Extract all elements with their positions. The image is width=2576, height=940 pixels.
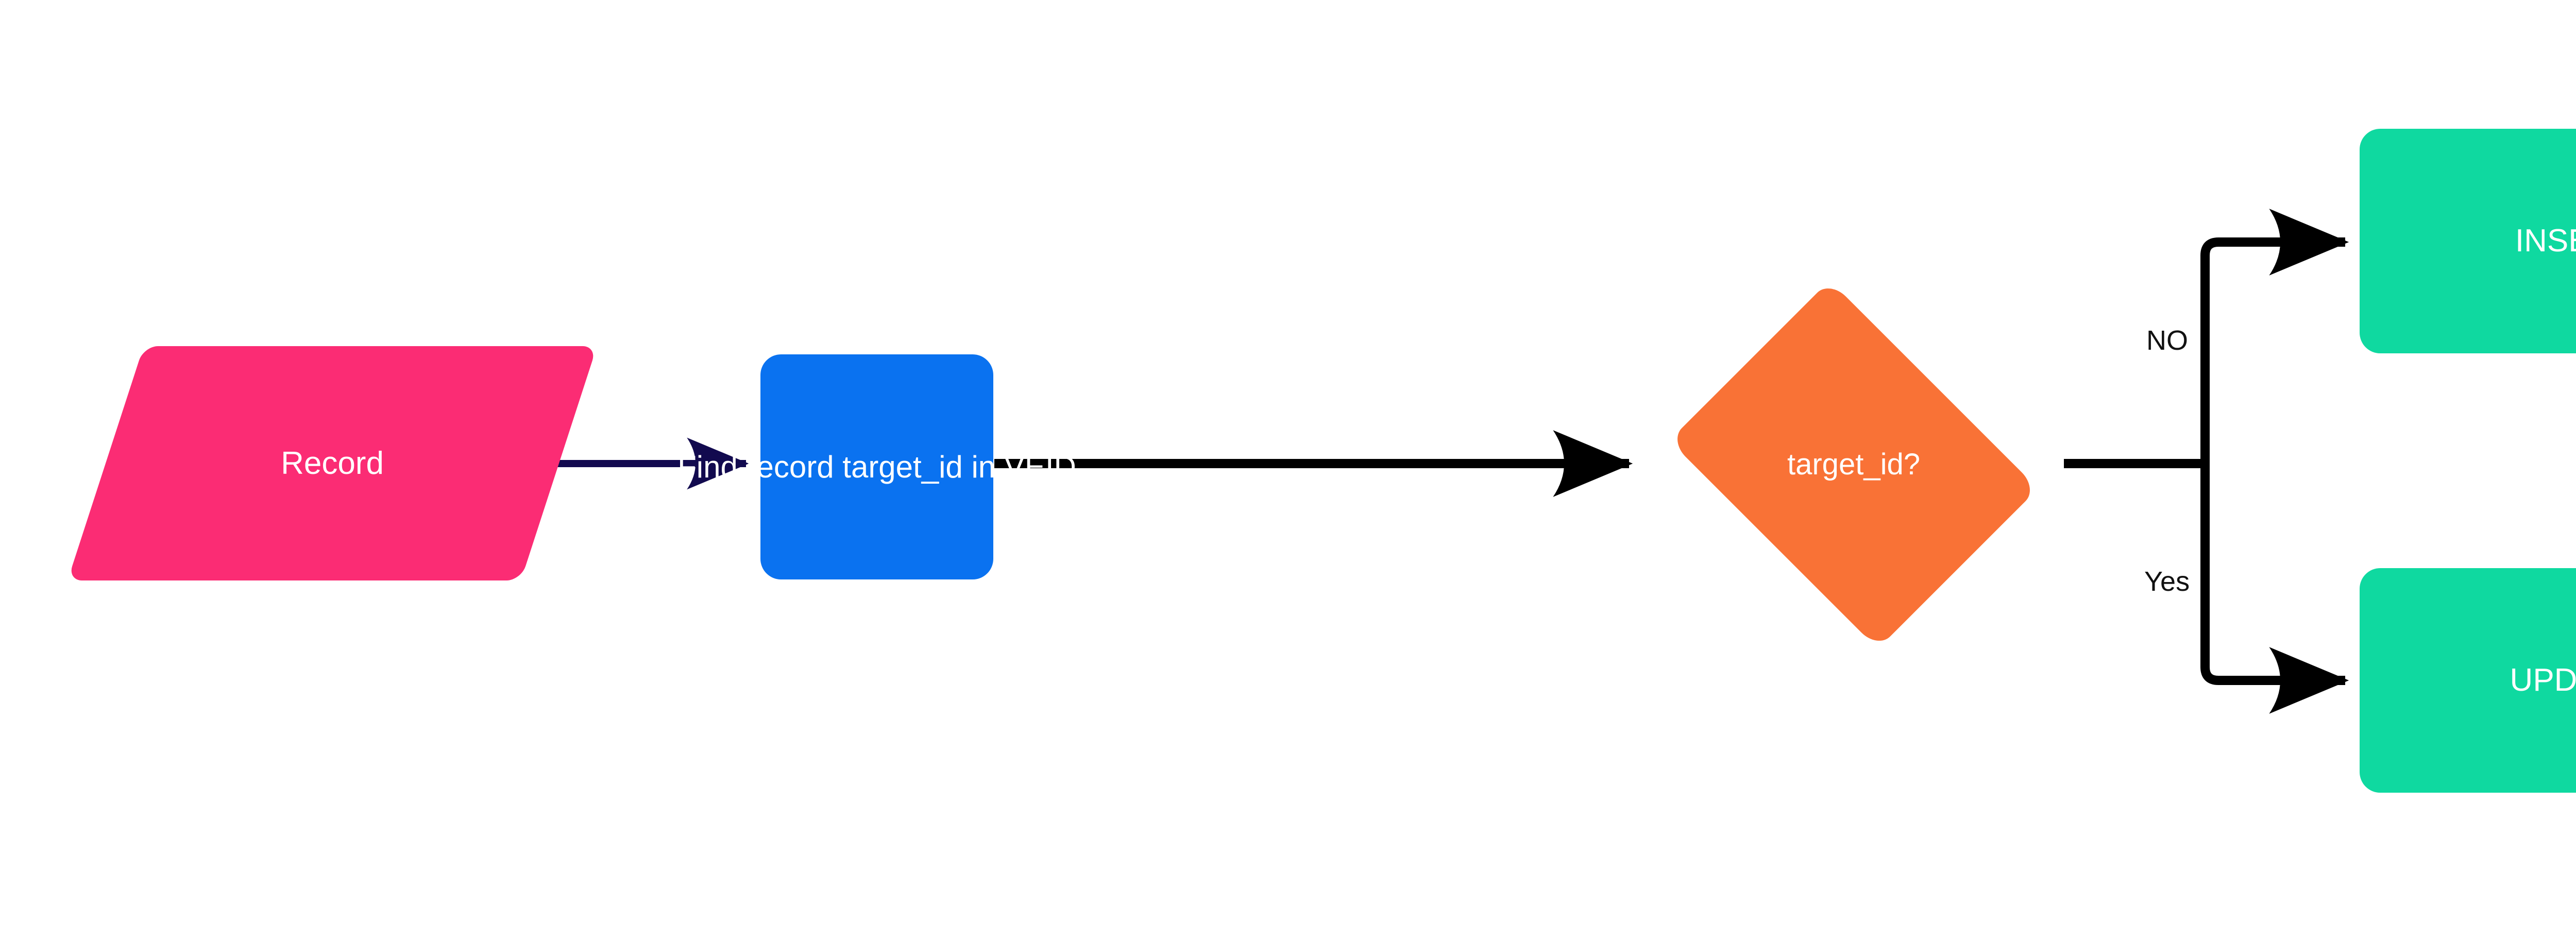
flow-node-find-record-label: Find record target_id in VEID: [677, 450, 1076, 484]
flow-node-insert-label: INSERT: [2515, 223, 2576, 259]
edge-decision-to-insert: [2200, 209, 2349, 464]
flow-node-record-label: Record: [281, 445, 384, 481]
flow-node-find-record[interactable]: Find record target_id in VEID: [677, 354, 1076, 579]
edge-label-yes: Yes: [2144, 566, 2190, 597]
flow-node-decision-label: target_id?: [1787, 447, 1920, 481]
flow-node-update-label: UPDATE: [2510, 662, 2576, 698]
flow-node-decision-target-id[interactable]: target_id?: [1642, 280, 2065, 649]
edge-decision-to-update: [2200, 464, 2349, 714]
flow-node-update[interactable]: UPDATE: [2360, 568, 2576, 793]
flow-node-record[interactable]: Record: [67, 346, 597, 580]
edge-label-no: NO: [2146, 325, 2188, 356]
flow-node-insert[interactable]: INSERT: [2360, 129, 2576, 353]
